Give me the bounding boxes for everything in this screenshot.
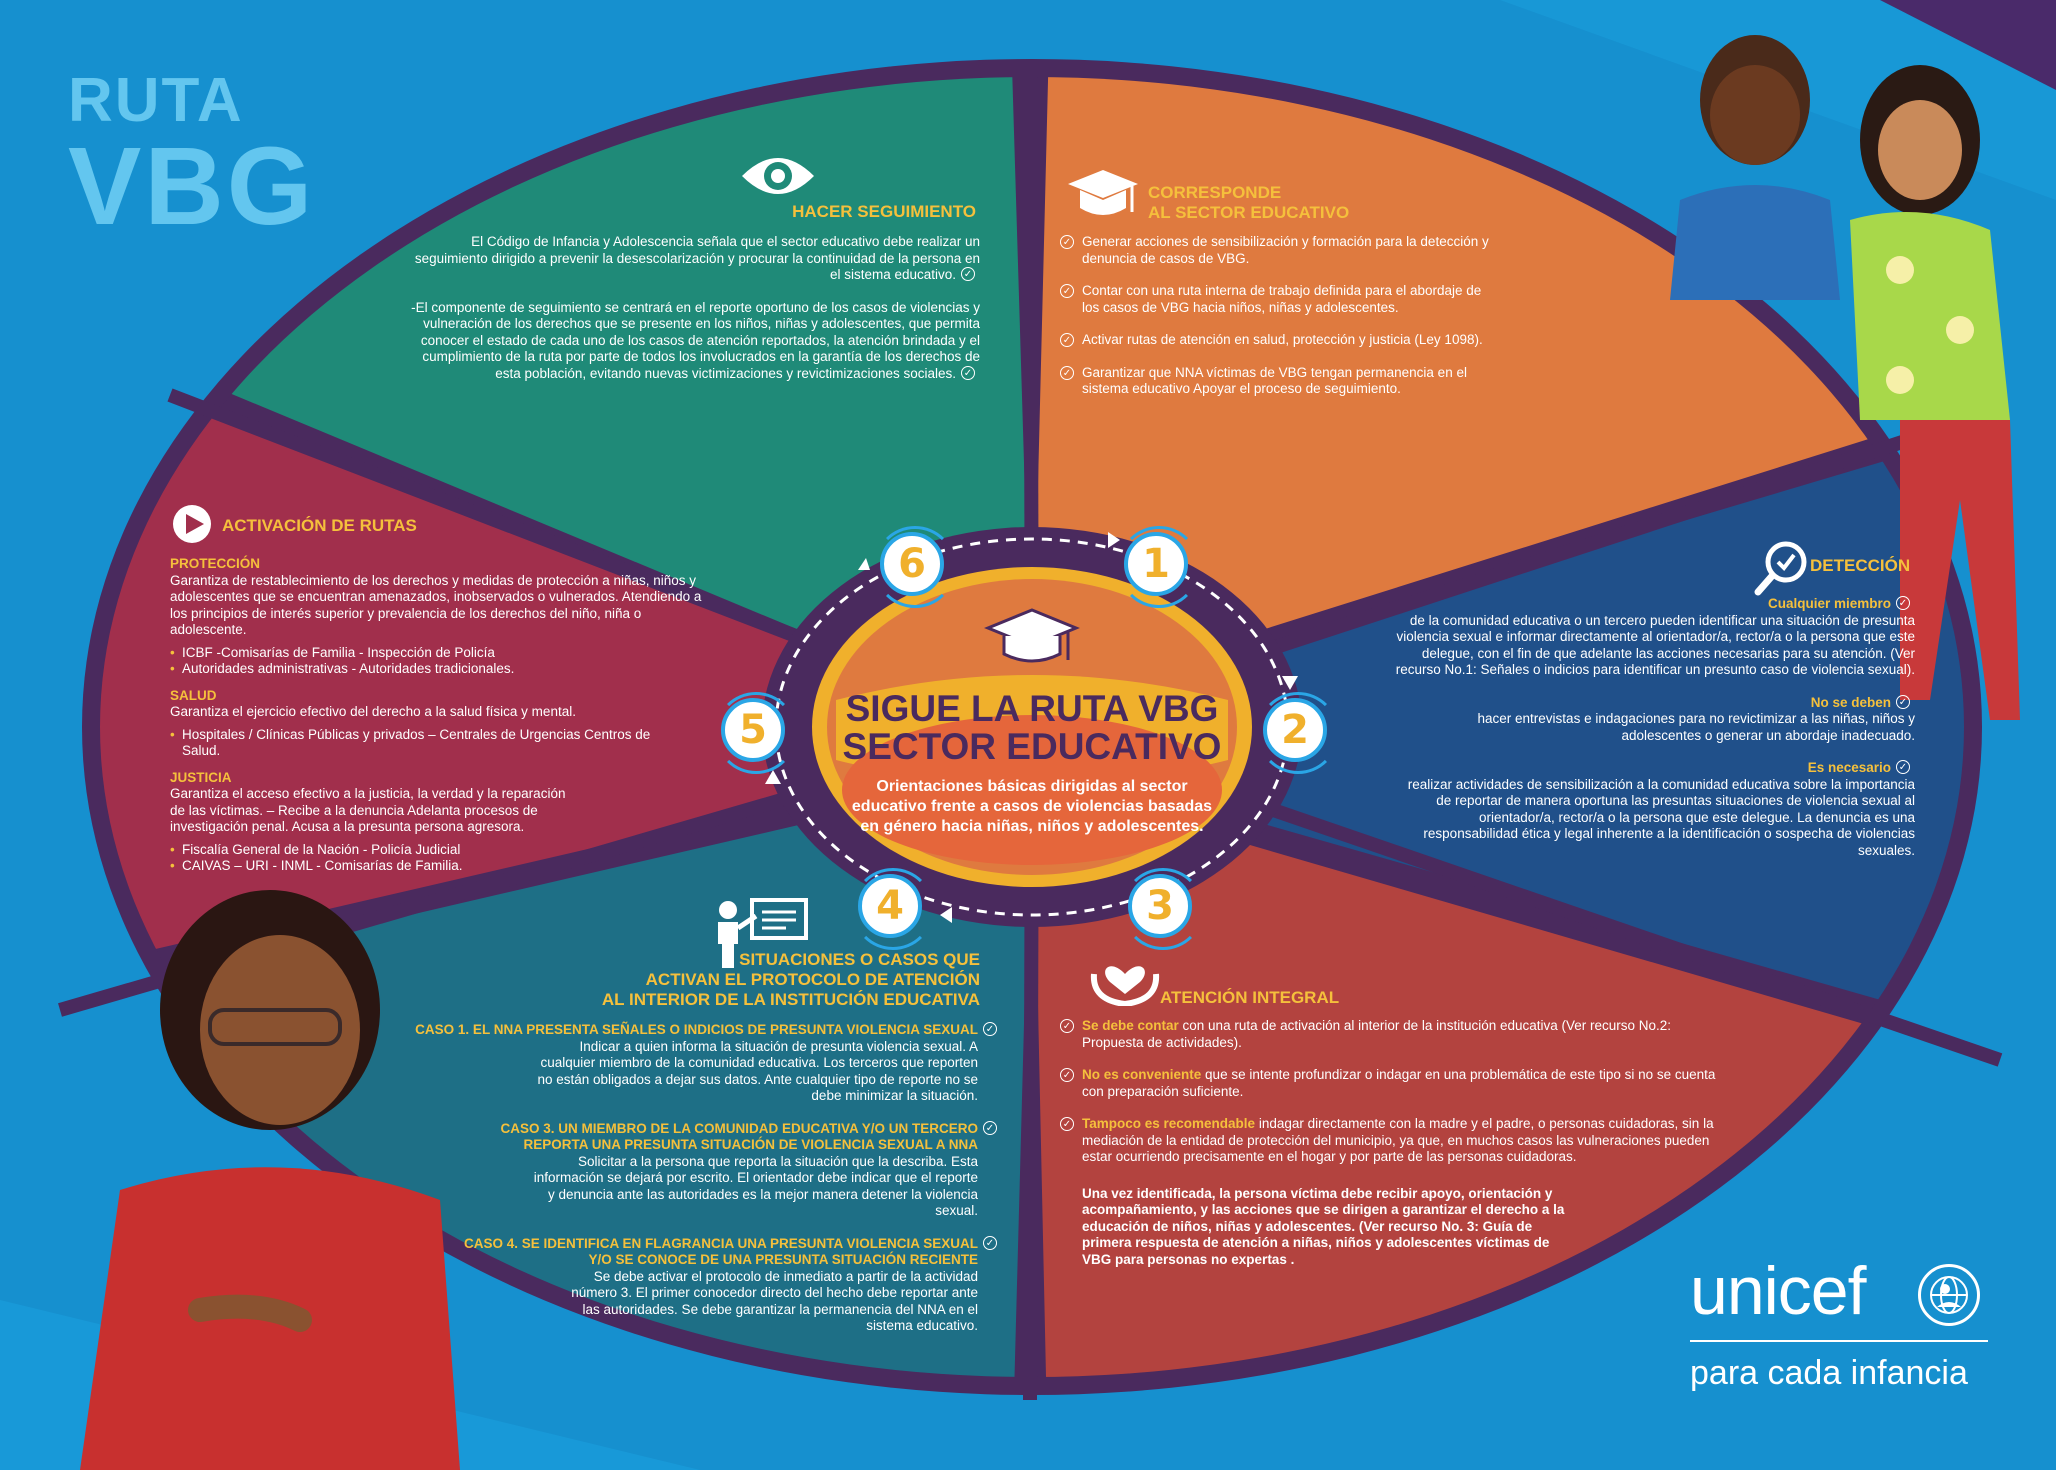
title-line-1: RUTA [68,66,244,135]
heart-hands-icon [1090,944,1160,1008]
tagline: para cada infancia [1690,1354,1968,1392]
center-title: SIGUE LA RUTA VBG SECTOR EDUCATIVO [832,690,1232,766]
group-justicia: JUSTICIA Garantiza el acceso efectivo a … [170,770,730,875]
graduation-cap-icon [1066,168,1140,224]
check-icon: ✓ [1060,235,1074,249]
list-item: Fiscalía General de la Nación - Policía … [170,842,730,859]
atencion-list: ✓Se debe contar con una ruta de activaci… [1060,1018,1720,1268]
list-item: ✓Activar rutas de atención en salud, pro… [1060,332,1490,349]
unicef-logo: unicef para cada infancia [1690,1252,2000,1393]
graduation-cap-icon [984,608,1080,663]
list-item: ✓No es conveniente que se intente profun… [1060,1067,1720,1100]
list-item: ✓Se debe contar con una ruta de activaci… [1060,1018,1720,1051]
check-icon: ✓ [961,267,975,281]
seguimiento-body: El Código de Infancia y Adolescencia señ… [410,234,980,398]
atencion-title: ATENCIÓN INTEGRAL [1160,988,1340,1007]
step-2: 2 [1257,692,1339,774]
situaciones-cases: CASO 1. EL NNA PRESENTA SEÑALES O INDICI… [380,1022,1002,1351]
check-icon: ✓ [1060,365,1074,380]
check-icon: ✓ [983,1120,997,1135]
group-proteccion: PROTECCIÓN Garantiza de restablecimiento… [170,556,730,678]
center-subtitle: Orientaciones básicas dirigidas al secto… [851,778,1213,835]
title-line-2: VBG [68,125,316,248]
check-icon: ✓ [983,1235,997,1250]
case-item: CASO 4. SE IDENTIFICA EN FLAGRANCIA UNA … [380,1235,1002,1335]
list-item: ✓Tampoco es recomendable indagar directa… [1060,1116,1720,1166]
list-item: Cualquier miembro✓de la comunidad educat… [1395,596,1915,677]
list-item: Hospitales / Clínicas Públicas y privado… [170,727,670,760]
check-icon: ✓ [1896,694,1910,709]
step-5: 5 [715,692,797,774]
teacher-illustration [80,890,460,1470]
check-icon: ✓ [961,365,975,380]
center-title-line-2: SECTOR EDUCATIVO [842,726,1222,767]
list-item: ✓Garantizar que NNA víctimas de VBG teng… [1060,365,1490,398]
step-4: 4 [852,868,934,950]
deteccion-list: Cualquier miembro✓de la comunidad educat… [1395,596,1915,875]
corresponde-title: CORRESPONDE AL SECTOR EDUCATIVO [1148,183,1349,223]
unicef-wordmark: unicef [1690,1253,1866,1329]
seguimiento-p2: -El componente de seguimiento se centrar… [411,299,980,381]
magnifier-check-icon [1752,538,1812,598]
check-icon: ✓ [1060,1068,1074,1082]
check-icon: ✓ [1060,333,1074,347]
deteccion-title: DETECCIÓN [1810,556,1911,575]
step-6: 6 [874,526,956,608]
play-icon [172,504,212,544]
list-item: ✓Generar acciones de sensibilización y f… [1060,234,1490,267]
atencion-closing: Una vez identificada, la persona víctima… [1082,1185,1565,1267]
main-title: RUTA VBG [68,70,315,242]
eye-icon [740,152,816,200]
logo-divider [1690,1340,1988,1342]
check-icon: ✓ [1896,596,1910,610]
sector-activacion [100,390,1032,985]
check-icon: ✓ [1060,284,1074,298]
case-item: CASO 1. EL NNA PRESENTA SEÑALES O INDICI… [380,1022,1002,1105]
activacion-title: ACTIVACIÓN DE RUTAS [222,516,417,535]
check-icon: ✓ [983,1022,997,1036]
corresponde-title-line-1: CORRESPONDE [1148,183,1282,202]
check-icon: ✓ [1060,1019,1074,1033]
seguimiento-title: HACER SEGUIMIENTO [792,202,976,221]
step-3: 3 [1122,868,1204,950]
check-icon: ✓ [1896,760,1910,774]
list-item: No se deben✓hacer entrevistas e indagaci… [1477,694,1915,743]
seguimiento-p1: El Código de Infancia y Adolescencia señ… [414,234,980,282]
group-salud: SALUD Garantiza el ejercicio efectivo de… [170,688,730,760]
children-illustration [1670,35,2020,720]
teacher-board-icon [712,898,808,968]
situaciones-title: SITUACIONES O CASOS QUE ACTIVAN EL PROTO… [601,950,980,1009]
list-item: Autoridades administrativas - Autoridade… [170,661,730,678]
list-item: Es necesario✓realizar actividades de sen… [1407,760,1915,858]
list-item: ICBF -Comisarías de Familia - Inspección… [170,645,730,662]
unicef-emblem-icon [1918,1264,1980,1326]
corresponde-list: ✓Generar acciones de sensibilización y f… [1060,234,1490,414]
list-item: ✓Contar con una ruta interna de trabajo … [1060,283,1490,316]
corresponde-title-line-2: AL SECTOR EDUCATIVO [1148,203,1350,222]
center-title-line-1: SIGUE LA RUTA VBG [845,688,1219,729]
case-item: CASO 3. UN MIEMBRO DE LA COMUNIDAD EDUCA… [380,1120,1002,1220]
check-icon: ✓ [1060,1117,1074,1131]
activacion-groups: PROTECCIÓN Garantiza de restablecimiento… [170,556,730,875]
step-1: 1 [1118,526,1200,608]
list-item: CAIVAS – URI - INML - Comisarías de Fami… [170,858,730,875]
